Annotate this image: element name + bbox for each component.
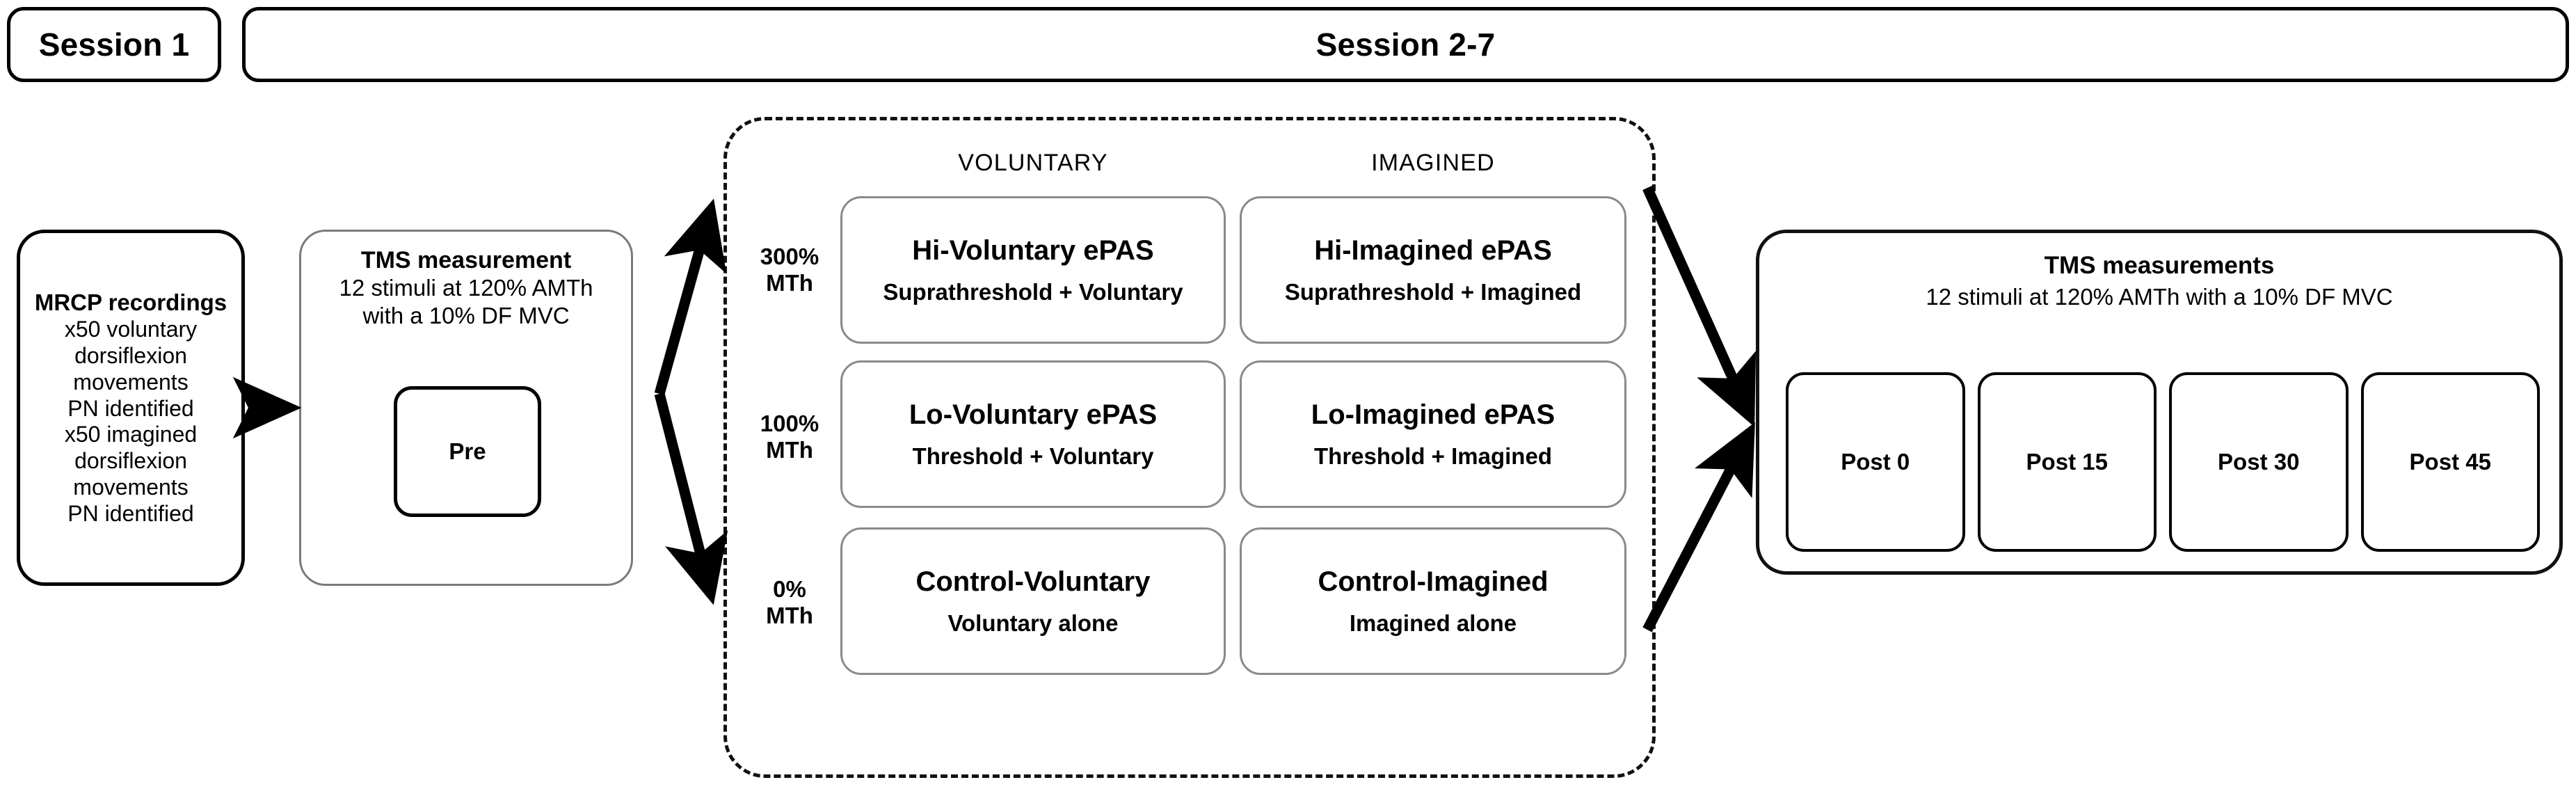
row-label-unit: MTh	[766, 270, 813, 296]
condition-title: Hi-Voluntary ePAS	[912, 234, 1154, 266]
column-header-voluntary: VOLUNTARY	[958, 150, 1108, 176]
condition-cell-hi-imagined: Hi-Imagined ePAS Suprathreshold + Imagin…	[1240, 196, 1626, 344]
row-label-percent: 0%	[773, 576, 806, 602]
condition-subtitle: Threshold + Imagined	[1314, 443, 1552, 469]
condition-cell-control-imagined: Control-Imagined Imagined alone	[1240, 527, 1626, 675]
row-label-percent: 300%	[760, 244, 819, 269]
post-timepoint-box: Post 0	[1786, 372, 1965, 552]
post-timepoints-row: Post 0 Post 15 Post 30 Post 45	[1786, 372, 2540, 552]
row-label-unit: MTh	[766, 603, 813, 629]
mrcp-line: movements	[73, 369, 189, 395]
tms-pre-sub-line-1: 12 stimuli at 120% AMTh	[339, 275, 593, 301]
arrow-branch-up	[654, 198, 727, 396]
mrcp-content: MRCP recordings x50 voluntary dorsiflexi…	[16, 285, 246, 532]
mrcp-line: movements	[73, 474, 189, 500]
condition-cell-lo-voluntary: Lo-Voluntary ePAS Threshold + Voluntary	[840, 360, 1226, 508]
mrcp-line: dorsiflexion	[74, 343, 187, 369]
pre-timepoint-box: Pre	[394, 386, 541, 517]
arrow-branch-down	[654, 392, 728, 605]
post-timepoint-box: Post 45	[2360, 372, 2540, 552]
condition-title: Control-Voluntary	[915, 566, 1151, 597]
row-label-300-mth: 300% MTh	[748, 244, 831, 297]
mrcp-recordings-box: MRCP recordings x50 voluntary dorsiflexi…	[17, 230, 245, 586]
mrcp-line: PN identified	[67, 395, 194, 421]
session-1-label: Session 1	[38, 26, 190, 63]
mrcp-title: MRCP recordings	[34, 289, 227, 315]
session-2-7-banner: Session 2-7	[242, 7, 2569, 82]
tms-post-title: TMS measurements	[2044, 252, 2275, 279]
mrcp-line: x50 imagined	[64, 422, 198, 447]
condition-title: Lo-Voluntary ePAS	[909, 399, 1158, 430]
arrow-converge-lower	[1642, 422, 1755, 632]
row-label-unit: MTh	[766, 437, 813, 463]
condition-title: Hi-Imagined ePAS	[1314, 234, 1552, 266]
mrcp-line: dorsiflexion	[74, 448, 187, 474]
tms-pre-text: TMS measurement 12 stimuli at 120% AMTh …	[301, 232, 631, 329]
tms-post-measurements-box: TMS measurements 12 stimuli at 120% AMTh…	[1756, 230, 2563, 575]
condition-cell-control-voluntary: Control-Voluntary Voluntary alone	[840, 527, 1226, 675]
arrow-converge-upper	[1642, 185, 1757, 427]
column-header-imagined: IMAGINED	[1371, 150, 1495, 176]
tms-pre-title: TMS measurement	[360, 247, 572, 273]
tms-post-text: TMS measurements 12 stimuli at 120% AMTh…	[1759, 233, 2559, 311]
row-label-100-mth: 100% MTh	[748, 411, 831, 464]
condition-title: Lo-Imagined ePAS	[1311, 399, 1555, 430]
condition-subtitle: Imagined alone	[1349, 610, 1517, 636]
session-2-7-label: Session 2-7	[1315, 26, 1496, 63]
condition-subtitle: Suprathreshold + Imagined	[1284, 278, 1582, 305]
tms-pre-sub-line-2: with a 10% DF MVC	[362, 302, 570, 328]
condition-subtitle: Threshold + Voluntary	[912, 443, 1154, 469]
condition-subtitle: Voluntary alone	[947, 610, 1119, 636]
condition-cell-hi-voluntary: Hi-Voluntary ePAS Suprathreshold + Volun…	[840, 196, 1226, 344]
tms-post-subtitle: 12 stimuli at 120% AMTh with a 10% DF MV…	[1926, 284, 2393, 310]
row-label-percent: 100%	[760, 411, 819, 436]
pre-timepoint-label: Pre	[449, 438, 486, 464]
post-timepoint-box: Post 30	[2169, 372, 2349, 552]
row-label-0-mth: 0% MTh	[748, 576, 831, 630]
condition-title: Control-Imagined	[1318, 566, 1549, 597]
condition-subtitle: Suprathreshold + Voluntary	[883, 278, 1183, 305]
session-1-banner: Session 1	[7, 7, 221, 82]
mrcp-line: PN identified	[67, 500, 194, 526]
tms-pre-measurement-box: TMS measurement 12 stimuli at 120% AMTh …	[299, 230, 633, 586]
condition-cell-lo-imagined: Lo-Imagined ePAS Threshold + Imagined	[1240, 360, 1626, 508]
mrcp-line: x50 voluntary	[64, 317, 198, 342]
post-timepoint-box: Post 15	[1977, 372, 2157, 552]
